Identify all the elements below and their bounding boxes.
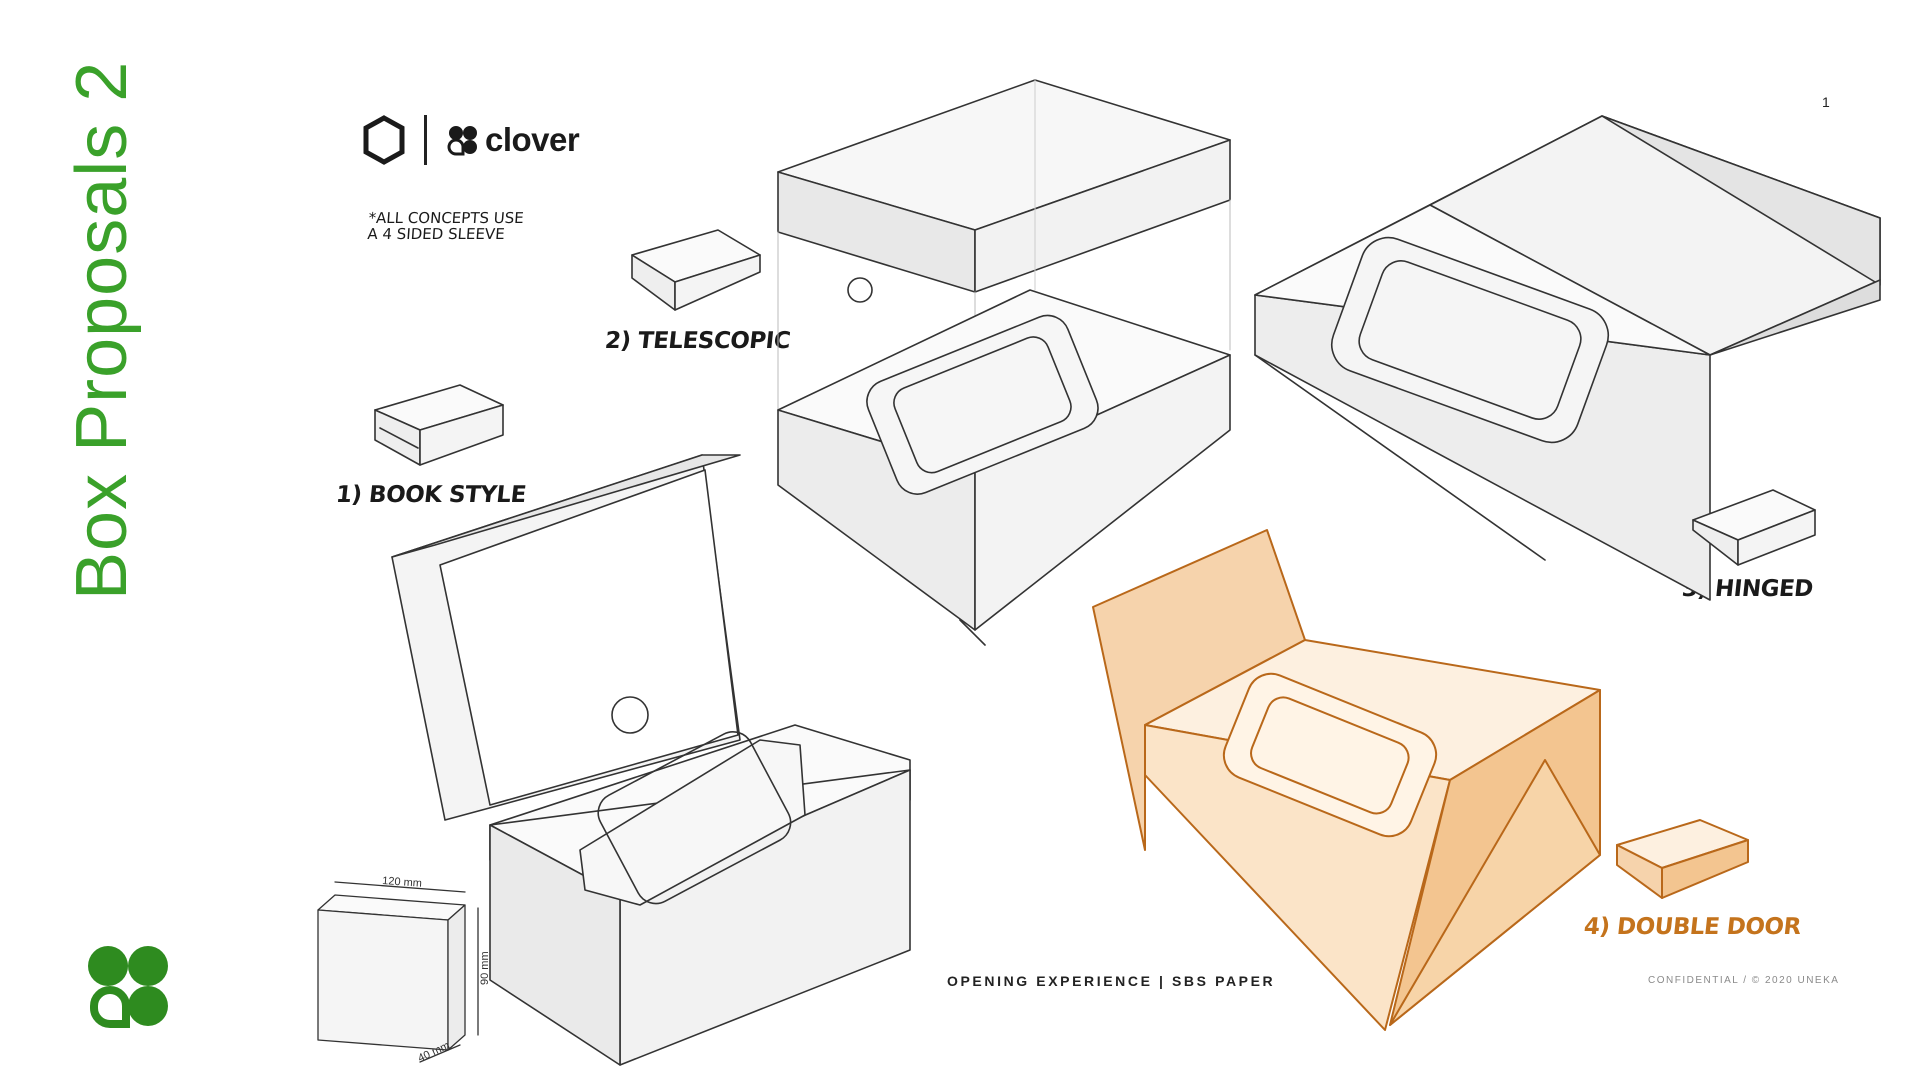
footer-title: OPENING EXPERIENCE | SBS PAPER [947,973,1276,989]
page-number: 1 [1822,94,1830,110]
clover-leaf-icon [447,126,477,156]
hinged-box-sketch [1254,115,1881,601]
footer-confidential: CONFIDENTIAL / © 2020 UNEKA [1648,975,1840,986]
double-door-thumbnail [1616,819,1749,899]
clover-logo-icon [88,946,168,1028]
telescopic-box-sketch [777,79,1231,646]
brand-divider [424,115,427,165]
hinged-thumbnail [1692,489,1816,566]
hexagon-icon [363,115,405,165]
book-style-box-sketch [391,454,911,1066]
dimension-box-sketch [317,881,479,1063]
clover-wordmark: clover [485,121,580,158]
dimension-height-label: 90 mm [479,951,491,985]
double-door-box-sketch [1092,529,1601,1031]
telescopic-thumbnail [631,229,761,311]
book-style-thumbnail [374,384,504,466]
dimension-width-label: 120 mm [382,875,422,890]
brand-lockup: clover [362,112,580,168]
